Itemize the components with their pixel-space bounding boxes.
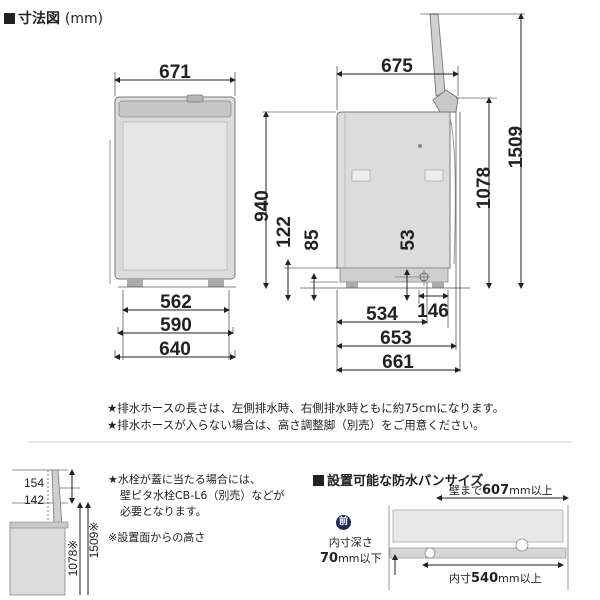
side-base <box>339 267 449 283</box>
front-width-640: 640 <box>159 339 191 360</box>
side-height-1078: 1078 <box>474 167 495 209</box>
side-hinge <box>432 89 459 113</box>
faucet-notes: ★水栓が蓋に当たる場合には、 壁ピタ水栓CB-L6（別売）などが 必要となります… <box>108 472 284 546</box>
front-handle <box>186 94 204 103</box>
side-depth-534: 534 <box>366 304 398 325</box>
faucet-line-3: 必要となります。 <box>120 505 207 518</box>
faucet-1078: 1078※ <box>66 540 80 577</box>
front-panel <box>122 121 228 271</box>
front-foot-left <box>127 279 143 287</box>
pan-wall-prefix: 壁まで <box>449 484 482 497</box>
note-hose-length: ★排水ホースの長さは、左側排水時、右側排水時ともに約75cmになります。 <box>107 401 505 415</box>
pan-inner-value: 540 <box>471 571 499 586</box>
pan-inner: 内寸540mm以上 <box>449 571 542 587</box>
pan-detail <box>388 495 569 590</box>
side-vent-right <box>424 169 444 182</box>
pan-wall: 壁まで607mm以上 <box>449 483 553 499</box>
note-height-adjust: ★排水ホースが入らない場合は、高さ調整脚（別売）をご用意ください。 <box>107 418 485 432</box>
title-unit: (mm) <box>64 11 104 27</box>
side-body <box>336 111 451 269</box>
front-view: 671 562 590 640 <box>109 62 236 360</box>
side-height-85: 85 <box>302 229 323 251</box>
pan-depth-value: 70 <box>320 551 339 566</box>
faucet-footnote: ※設置面からの高さ <box>108 531 206 544</box>
side-vent-left <box>351 169 371 182</box>
side-screw <box>418 144 422 148</box>
pan-depth-suffix: mm以下 <box>338 552 382 565</box>
side-height-940: 940 <box>252 190 273 222</box>
faucet-detail: 154 142 1078※ 1509※ <box>9 469 101 596</box>
front-mark-icon: 前 <box>336 515 351 530</box>
pan-heading: 設置可能な防水パンサイズ <box>313 470 483 489</box>
title-square-icon <box>4 13 15 24</box>
side-open-lid <box>429 13 446 97</box>
side-hose <box>449 117 456 265</box>
faucet-body <box>9 524 66 596</box>
faucet-1509: 1509※ <box>87 522 101 559</box>
faucet-154: 154 <box>24 476 44 490</box>
pan-depth: 内寸深さ 70mm以下 <box>320 535 382 567</box>
front-width-590: 590 <box>160 315 192 336</box>
side-depth-653: 653 <box>380 328 412 349</box>
front-lid <box>118 100 232 118</box>
pan-machine <box>392 509 564 543</box>
page-title: 寸法図 (mm) <box>4 8 103 28</box>
faucet-line-2: 壁ピタ水栓CB-L6（別売）などが <box>120 489 285 502</box>
pan-inner-prefix: 内寸 <box>449 572 471 585</box>
notes-block: ★排水ホースの長さは、左側排水時、右側排水時ともに約75cmになります。 ★排水… <box>107 400 504 434</box>
faucet-line-1: ★水栓が蓋に当たる場合には、 <box>108 473 261 486</box>
side-height-1509: 1509 <box>506 126 527 168</box>
pan-wall-value: 607 <box>482 483 510 498</box>
front-width-562: 562 <box>160 292 192 313</box>
title-label: 寸法図 <box>18 11 60 27</box>
pan-heading-square-icon <box>313 475 324 486</box>
side-height-53: 53 <box>398 229 419 250</box>
side-height-122: 122 <box>274 216 295 248</box>
pan-inner-suffix: mm以上 <box>498 572 542 585</box>
side-depth-146: 146 <box>417 301 449 322</box>
front-width-671: 671 <box>159 62 191 83</box>
pan-heading-text: 設置可能な防水パンサイズ <box>327 474 484 489</box>
faucet-142: 142 <box>24 493 44 507</box>
side-depth-675: 675 <box>381 56 413 77</box>
pan-wall-suffix: mm以上 <box>509 484 553 497</box>
front-foot-right <box>208 279 224 287</box>
pan-tray <box>389 547 567 559</box>
pan-depth-label: 内寸深さ <box>328 536 373 549</box>
side-depth-661: 661 <box>382 352 414 373</box>
side-view: 675 940 122 85 53 1078 1509 146 534 <box>252 13 527 373</box>
